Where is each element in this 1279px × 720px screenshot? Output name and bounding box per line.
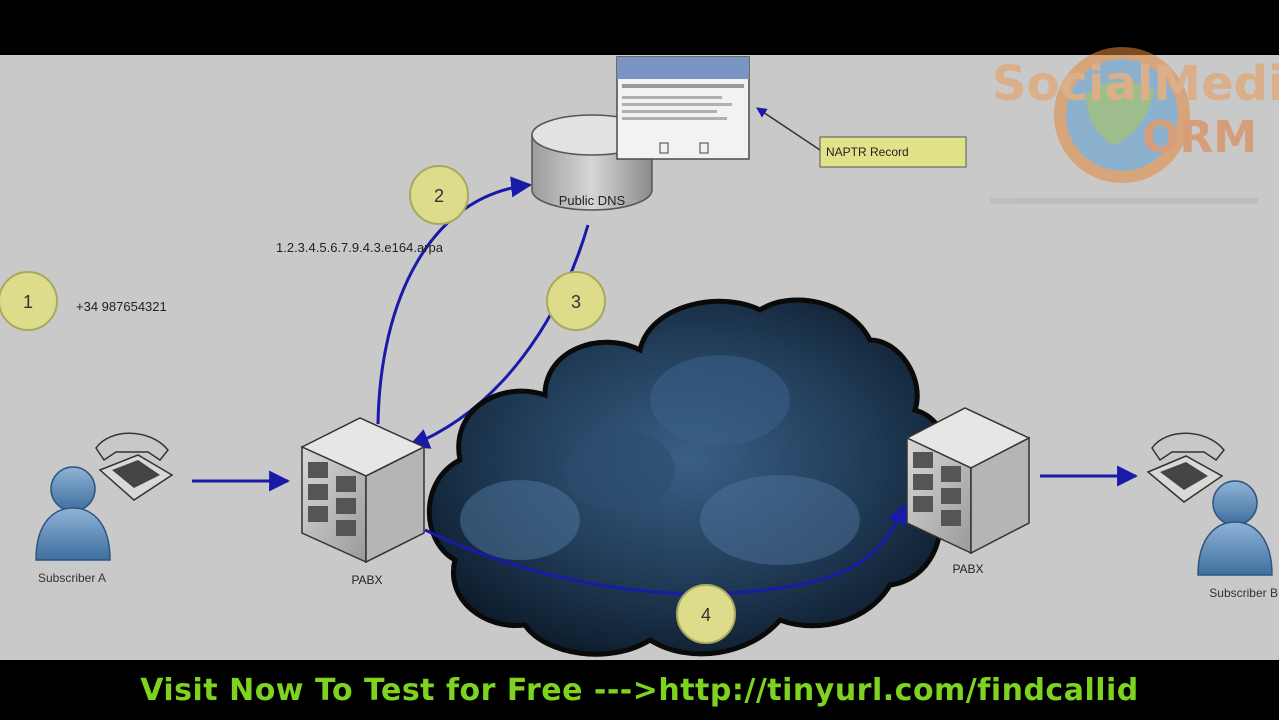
footer-banner[interactable]: Visit Now To Test for Free --->http://ti…: [0, 660, 1279, 720]
step-3-circle: [546, 271, 606, 331]
step-4-number: 4: [701, 605, 711, 625]
letterbox-top: [0, 0, 1279, 55]
arrow-step-3: [408, 224, 590, 449]
naptr-record-window: [616, 56, 750, 160]
svg-text:SocialMedia: SocialMedia: [992, 56, 1279, 112]
pabx-left: [300, 417, 426, 564]
naptr-record-box: [819, 136, 967, 168]
step-1-number: 1: [23, 292, 33, 312]
network-cloud: [426, 297, 952, 657]
subscriber-b-person-icon: [1197, 480, 1273, 576]
step-3-number: 3: [571, 292, 581, 312]
enum-domain-label: 1.2.3.4.5.6.7.9.4.3.e164.arpa: [276, 240, 444, 255]
pabx-left-label: PABX: [351, 573, 382, 587]
svg-text:ORM: ORM: [1142, 112, 1257, 163]
subscriber-b-label: Subscriber B: [1209, 586, 1278, 600]
subscriber-a-person-icon: [35, 466, 111, 561]
subscriber-a-phone-icon: [95, 432, 174, 501]
step-4-circle: [676, 584, 736, 644]
pabx-right: [905, 407, 1031, 555]
public-dns-label: Public DNS: [559, 193, 626, 208]
step-2-number: 2: [434, 186, 444, 206]
naptr-record-label: NAPTR Record: [826, 145, 909, 159]
arrow-step-4: [424, 503, 908, 596]
naptr-pointer-line: [756, 107, 821, 151]
subscriber-b-phone-icon: [1146, 432, 1225, 503]
step-2-circle: [409, 165, 469, 225]
step-1-circle: [0, 271, 58, 331]
pabx-right-label: PABX: [952, 562, 983, 576]
phone-number-label: +34 987654321: [76, 299, 167, 314]
watermark-logo: SocialMedia ORM: [990, 47, 1279, 204]
subscriber-a-label: Subscriber A: [38, 571, 106, 585]
arrow-step-2: [376, 176, 533, 425]
